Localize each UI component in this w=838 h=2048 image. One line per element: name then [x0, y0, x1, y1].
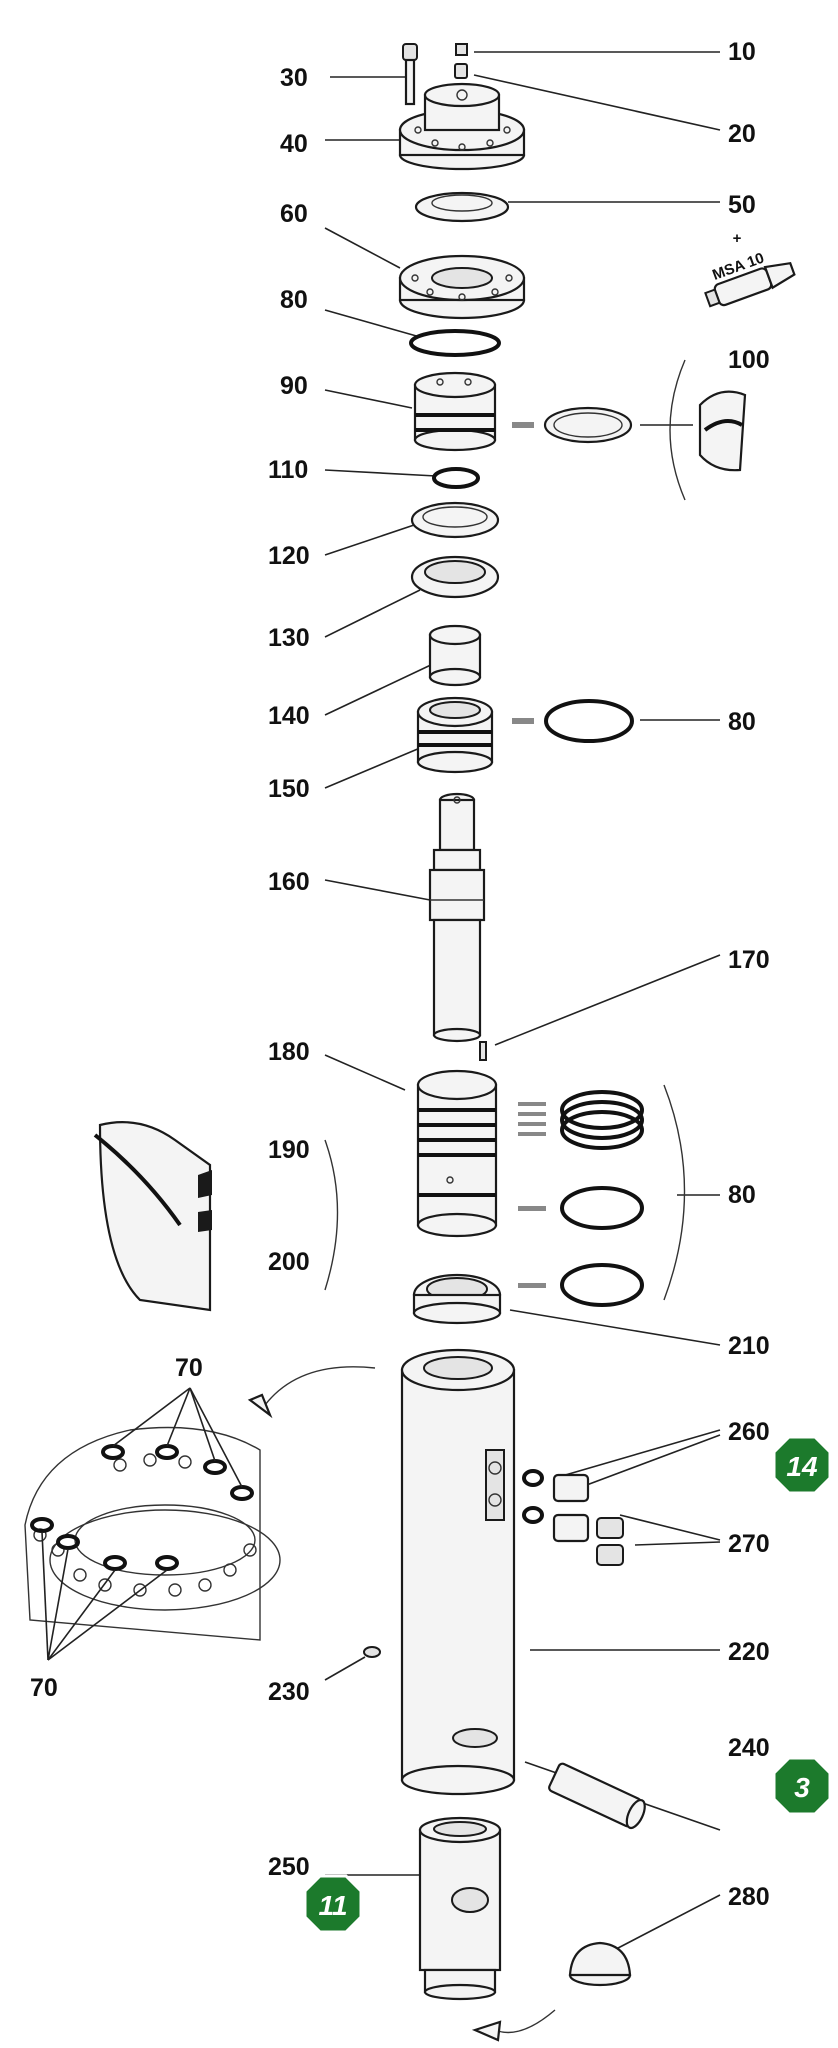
pin-170 — [479, 1041, 487, 1061]
flange-60 — [398, 254, 526, 320]
bolt-30 — [402, 43, 418, 106]
label-210: 210 — [728, 1332, 770, 1360]
adapter-250 — [418, 1816, 502, 2001]
label-140: 140 — [268, 702, 310, 730]
label-110: 110 — [268, 456, 308, 484]
label-80-top: 80 — [280, 286, 308, 314]
label-10: 10 — [728, 38, 756, 66]
label-230: 230 — [268, 1678, 310, 1706]
cylinder-220 — [400, 1348, 516, 1796]
label-170: 170 — [728, 946, 770, 974]
detail-70-flange — [24, 1387, 281, 1661]
msa-tube: + MSA 10 — [704, 230, 796, 308]
ring-120 — [410, 501, 500, 539]
label-120: 120 — [268, 542, 310, 570]
part-labels: 10 20 30 40 50 60 70 70 80 80 80 90 100 … — [30, 38, 770, 1911]
bushing-140 — [428, 624, 482, 687]
badge-3-text: 3 — [794, 1772, 810, 1803]
label-190: 190 — [268, 1136, 310, 1164]
cap-280 — [568, 1941, 632, 1987]
label-70-bottom: 70 — [30, 1674, 58, 1702]
o-rings-80-bottom — [518, 1084, 686, 1307]
plunger-160 — [428, 792, 486, 1043]
badge-11: 11 — [303, 1874, 363, 1934]
label-30: 30 — [280, 64, 308, 92]
badge-14: 14 — [772, 1435, 832, 1495]
o-ring-80-top — [409, 329, 501, 357]
screw-20 — [454, 63, 468, 79]
o-ring-80-mid — [512, 699, 634, 743]
label-180: 180 — [268, 1038, 310, 1066]
label-200: 200 — [268, 1248, 310, 1276]
badge-14-text: 14 — [786, 1451, 818, 1482]
rotation-arrows — [247, 1366, 556, 2042]
label-40: 40 — [280, 130, 308, 158]
label-70-top: 70 — [175, 1354, 203, 1382]
tube-plus: + — [733, 230, 742, 247]
leader-lines — [324, 51, 721, 1961]
body-180 — [416, 1069, 498, 1238]
label-90: 90 — [280, 372, 308, 400]
guide-150 — [416, 696, 494, 774]
detail-190-200 — [93, 1121, 339, 1312]
label-270: 270 — [728, 1530, 770, 1558]
seal-50 — [414, 191, 510, 223]
ring-110 — [432, 467, 480, 489]
fittings-260-270 — [522, 1469, 624, 1566]
label-240: 240 — [728, 1734, 770, 1762]
cover-flange-40 — [398, 82, 526, 171]
label-60: 60 — [280, 200, 308, 228]
label-80-bottom: 80 — [728, 1181, 756, 1209]
badge-3: 3 — [772, 1756, 832, 1816]
label-130: 130 — [268, 624, 310, 652]
detail-100 — [669, 359, 747, 501]
piston-90 — [413, 371, 497, 452]
label-280: 280 — [728, 1883, 770, 1911]
pin-240 — [548, 1762, 646, 1830]
ring-210 — [412, 1273, 502, 1325]
label-260: 260 — [728, 1418, 770, 1446]
screw-10 — [455, 43, 468, 56]
label-100: 100 — [728, 346, 770, 374]
label-220: 220 — [728, 1638, 770, 1666]
ring-130 — [410, 555, 500, 599]
label-250: 250 — [268, 1853, 310, 1881]
seal-ring-100 — [512, 406, 633, 444]
plug-230 — [363, 1646, 381, 1658]
badge-11-text: 11 — [318, 1890, 347, 1921]
label-50: 50 — [728, 191, 756, 219]
label-160: 160 — [268, 868, 310, 896]
label-150: 150 — [268, 775, 310, 803]
label-20: 20 — [728, 120, 756, 148]
label-80-mid: 80 — [728, 708, 756, 736]
